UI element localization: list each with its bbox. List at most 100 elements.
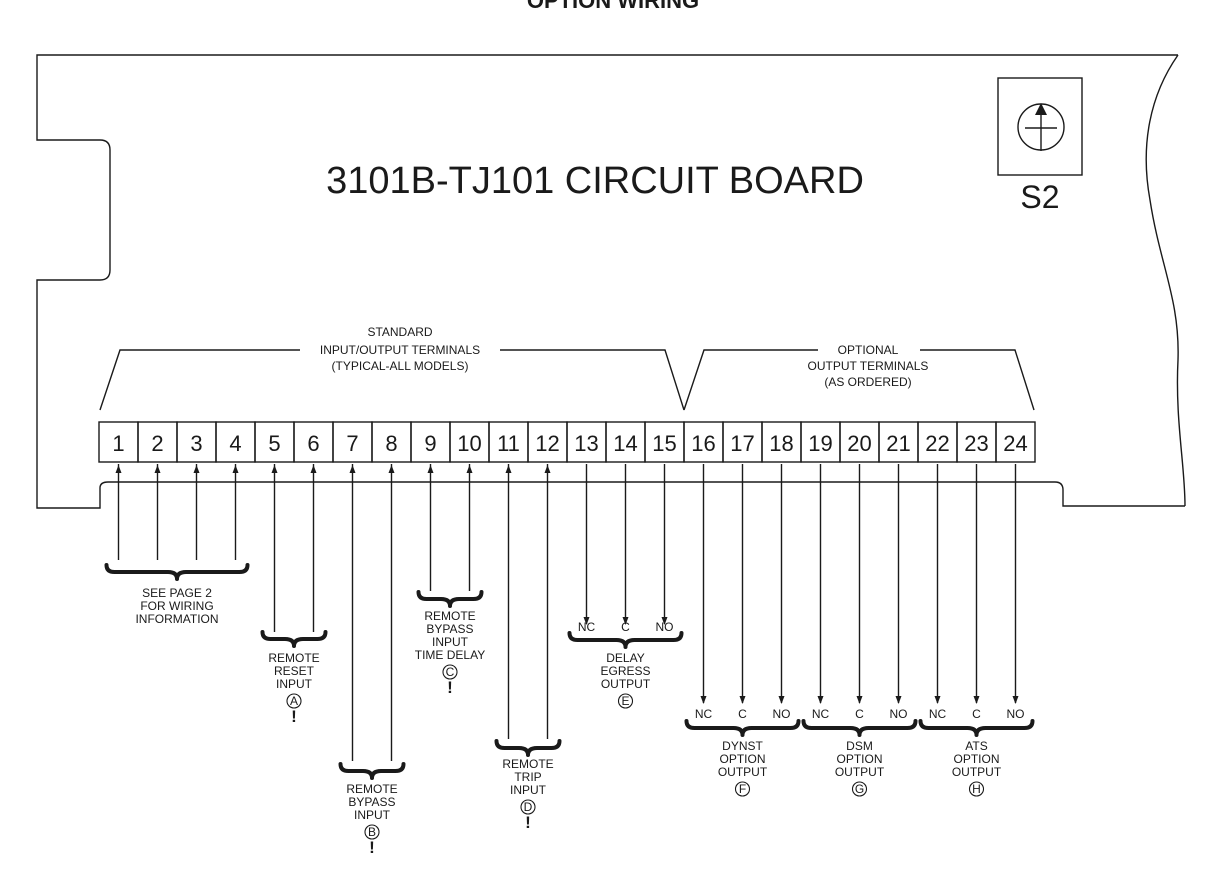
callout-text-line: DYNST (722, 739, 763, 753)
wiring-leads (115, 464, 1019, 761)
terminal-number-4: 4 (229, 431, 241, 456)
contact-label-no: NO (890, 707, 908, 721)
circled-marker-f (734, 781, 751, 797)
terminal-number-23: 23 (964, 431, 988, 456)
terminal-number-11: 11 (497, 431, 520, 456)
brace-c (416, 590, 484, 608)
callout-text-line: BYPASS (426, 622, 473, 636)
terminal-number-8: 8 (385, 431, 397, 456)
terminal-number-22: 22 (925, 431, 949, 456)
terminal-number-3: 3 (190, 431, 202, 456)
callout-text-line: INPUT (276, 677, 313, 691)
arrow-up-icon-8 (388, 465, 395, 473)
marker-letter-h: H (972, 782, 981, 796)
terminal-number-2: 2 (151, 431, 163, 456)
arrow-down-icon-13 (583, 617, 590, 625)
terminal-number-5: 5 (268, 431, 280, 456)
callout-text-line: RESET (274, 664, 315, 678)
contact-label-nc: NC (578, 620, 596, 634)
board-outline (36, 54, 1186, 509)
brace-a (260, 630, 328, 648)
marker-letter-b: B (368, 825, 376, 839)
arrow-down-icon-21 (895, 696, 902, 704)
marker-letter-f: F (739, 782, 746, 796)
s2-label: S2 (1020, 179, 1059, 215)
callout-text-line: OUTPUT (601, 677, 651, 691)
arrow-down-icon-17 (739, 696, 746, 704)
standard-group-heading: STANDARD (367, 325, 432, 339)
arrow-up-icon-4 (232, 465, 239, 473)
circled-marker-g (851, 781, 868, 797)
callout-text-line: OPTION (719, 752, 765, 766)
marker-letter-c: C (446, 665, 455, 679)
contact-label-nc: NC (812, 707, 830, 721)
callout-text-line: BYPASS (348, 795, 395, 809)
circled-marker-h (968, 781, 985, 797)
callout-text-line: OUTPUT (718, 765, 768, 779)
callout-text-line: FOR WIRING (140, 599, 213, 613)
callout-text-line: REMOTE (268, 651, 319, 665)
caution-mark: ! (525, 813, 531, 832)
callout-text-line: INPUT (354, 808, 391, 822)
optional-group-heading: OPTIONAL (838, 343, 899, 357)
marker-letter-d: D (524, 800, 533, 814)
brace-d (494, 739, 562, 757)
contact-label-no: NO (1007, 707, 1025, 721)
terminal-number-9: 9 (424, 431, 436, 456)
terminal-number-12: 12 (535, 431, 559, 456)
callout-text-line: INFORMATION (135, 612, 218, 626)
callout-text-line: OPTION (953, 752, 999, 766)
circled-marker-c (442, 664, 458, 680)
arrow-down-icon-22 (934, 696, 941, 704)
standard-group-subheading: INPUT/OUTPUT TERMINALS (320, 343, 480, 357)
standard-group-bracket (99, 349, 685, 411)
contact-label-no: NO (656, 620, 674, 634)
callout-text-line: SEE PAGE 2 (142, 586, 212, 600)
s2-switch[interactable]: S2 (997, 77, 1083, 215)
callout-text-line: OUTPUT (952, 765, 1002, 779)
arrow-up-icon-3 (193, 465, 200, 473)
brace-h (918, 719, 1035, 737)
contact-label-nc: NC (695, 707, 713, 721)
circled-marker-e (617, 693, 634, 709)
callout-text-line: DSM (846, 739, 873, 753)
pointer-arrow-icon (1035, 103, 1047, 115)
contact-label-nc: NC (929, 707, 947, 721)
arrow-down-icon-23 (973, 696, 980, 704)
brace-g (801, 719, 918, 737)
contact-label-no: NO (773, 707, 791, 721)
optional-group-note: (AS ORDERED) (824, 375, 911, 389)
arrow-down-icon-19 (817, 696, 824, 704)
callout-text-line: REMOTE (424, 609, 475, 623)
terminal-number-6: 6 (307, 431, 319, 456)
caution-mark: ! (291, 707, 297, 726)
terminal-number-17: 17 (730, 431, 754, 456)
terminal-number-20: 20 (847, 431, 871, 456)
terminal-number-16: 16 (691, 431, 715, 456)
arrow-down-icon-24 (1012, 696, 1019, 704)
callout-text-line: REMOTE (502, 757, 553, 771)
arrow-up-icon-12 (544, 465, 551, 473)
marker-letter-g: G (855, 782, 864, 796)
arrow-up-icon-6 (310, 465, 317, 473)
callout-text-line: TIME DELAY (415, 648, 485, 662)
terminal-number-10: 10 (457, 431, 481, 456)
arrow-down-icon-18 (778, 696, 785, 704)
callout-text-line: INPUT (510, 783, 547, 797)
terminal-number-18: 18 (769, 431, 793, 456)
terminal-number-14: 14 (613, 431, 637, 456)
brace-info (104, 563, 250, 581)
arrow-up-icon-7 (349, 465, 356, 473)
arrow-up-icon-2 (154, 465, 161, 473)
standard-group-note: (TYPICAL-ALL MODELS) (332, 359, 469, 373)
callout-text-line: EGRESS (600, 664, 650, 678)
terminal-cell-24[interactable] (995, 421, 1036, 463)
contact-label-c: C (972, 707, 981, 721)
callout-text-line: ATS (965, 739, 987, 753)
